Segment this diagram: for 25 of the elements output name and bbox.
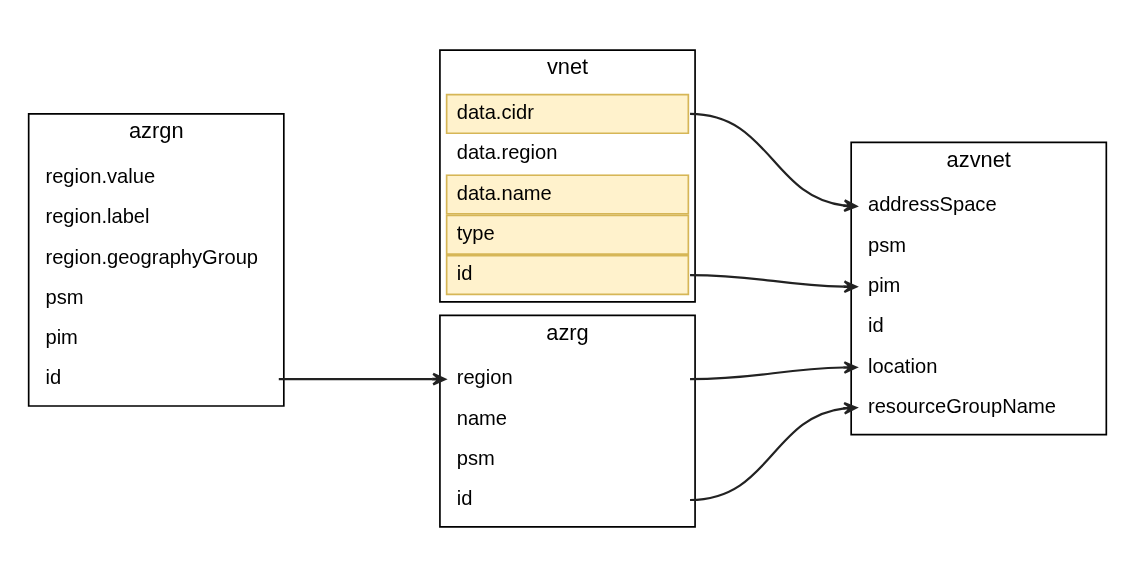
- node-text: region.label: [45, 205, 150, 228]
- node-text: id: [45, 366, 62, 389]
- node-text: psm: [456, 446, 495, 469]
- node-box: type: [445, 214, 690, 255]
- node-box: data.name: [445, 174, 690, 215]
- node-text: addressSpace: [867, 193, 997, 216]
- node-text: region.value: [45, 164, 156, 187]
- node-text: psm: [867, 233, 906, 256]
- node-box: data.cidr: [445, 93, 690, 135]
- arrow: [690, 361, 858, 381]
- node-text: id: [867, 314, 884, 337]
- node-text: region: [456, 366, 513, 389]
- arrow: [278, 372, 447, 386]
- arrow: [689, 112, 858, 212]
- node-text: resourceGroupName: [867, 394, 1056, 417]
- node-text: location: [867, 354, 938, 377]
- node-box: id: [445, 254, 690, 296]
- arrow: [690, 274, 858, 294]
- node-text: name: [456, 406, 508, 429]
- node-text: pim: [45, 326, 78, 349]
- node-text: psm: [45, 285, 84, 308]
- arrow: [689, 401, 858, 502]
- node-text: id: [456, 487, 473, 510]
- node-text: pim: [867, 274, 901, 297]
- node-text: region.geographyGroup: [45, 245, 259, 268]
